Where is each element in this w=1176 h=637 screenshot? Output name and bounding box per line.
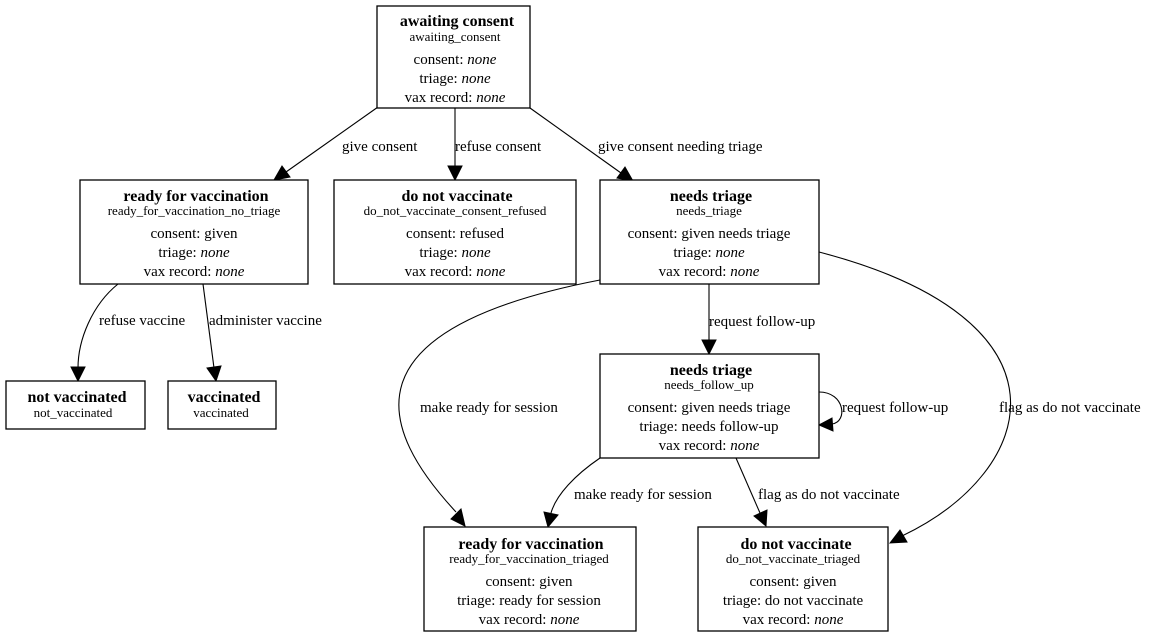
node-title: needs triage: [670, 188, 752, 205]
node-title: awaiting consent: [400, 13, 515, 30]
node-triage: triage: ready for session: [457, 593, 601, 609]
edge-administer-vaccine: administer vaccine: [202, 283, 322, 383]
edge-refuse-consent: refuse consent: [447, 108, 542, 182]
edge-request-follow-up-loop: request follow-up: [817, 391, 948, 432]
node-needs-triage: needs triage needs_triage consent: given…: [599, 179, 820, 285]
edge-label-request-follow-up-loop: request follow-up: [842, 400, 948, 416]
node-title: ready for vaccination: [123, 188, 268, 205]
node-consent: consent: given needs triage: [628, 400, 791, 416]
node-vax-record: vax record: none: [144, 264, 245, 280]
node-title: vaccinated: [188, 389, 261, 406]
node-triage: triage: needs follow-up: [639, 419, 778, 435]
edge-give-consent-triage: give consent needing triage: [529, 107, 763, 182]
node-needs-follow-up: needs triage needs_follow_up consent: gi…: [599, 353, 820, 459]
node-title: ready for vaccination: [458, 536, 603, 553]
edge-give-consent: give consent: [273, 106, 418, 181]
node-do-not-vaccinate-consent-refused: do not vaccinate do_not_vaccinate_consen…: [333, 179, 577, 285]
node-id: ready_for_vaccination_no_triage: [108, 203, 281, 218]
node-id: ready_for_vaccination_triaged: [449, 551, 609, 566]
node-id: do_not_vaccinate_triaged: [726, 551, 861, 566]
edge-label-refuse-consent: refuse consent: [455, 139, 542, 155]
node-id: needs_follow_up: [664, 377, 754, 392]
edge-flag-dnv-2: flag as do not vaccinate: [818, 251, 1141, 544]
node-title: needs triage: [670, 362, 752, 379]
node-id: do_not_vaccinate_consent_refused: [364, 203, 547, 218]
node-vax-record: vax record: none: [405, 264, 506, 280]
node-consent: consent: given needs triage: [628, 226, 791, 242]
node-vax-record: vax record: none: [405, 90, 506, 106]
node-vax-record: vax record: none: [659, 264, 760, 280]
node-consent: consent: given: [150, 226, 238, 242]
node-id: needs_triage: [676, 203, 742, 218]
node-ready-for-vaccination-triaged: ready for vaccination ready_for_vaccinat…: [423, 526, 637, 632]
edges: give consent refuse consent give consent…: [70, 106, 1141, 544]
node-id: vaccinated: [193, 405, 249, 420]
edge-flag-dnv-1: flag as do not vaccinate: [735, 457, 900, 528]
edge-label-administer-vaccine: administer vaccine: [209, 313, 322, 329]
node-title: do not vaccinate: [401, 188, 512, 205]
node-vaccinated: vaccinated vaccinated: [167, 380, 277, 430]
edge-label-give-consent: give consent: [342, 139, 418, 155]
node-consent: consent: given: [749, 574, 837, 590]
edge-label-make-ready-2: make ready for session: [574, 487, 712, 503]
node-vax-record: vax record: none: [479, 612, 580, 628]
node-ready-for-vaccination-no-triage: ready for vaccination ready_for_vaccinat…: [79, 179, 309, 285]
edge-refuse-vaccine: refuse vaccine: [70, 283, 186, 383]
node-triage: triage: none: [673, 245, 745, 261]
node-not-vaccinated: not vaccinated not_vaccinated: [5, 380, 146, 430]
node-triage: triage: none: [419, 71, 491, 87]
node-triage: triage: do not vaccinate: [723, 593, 864, 609]
node-vax-record: vax record: none: [659, 438, 760, 454]
node-triage: triage: none: [158, 245, 230, 261]
edge-label-flag-dnv-1: flag as do not vaccinate: [758, 487, 900, 503]
node-triage: triage: none: [419, 245, 491, 261]
edge-label-give-consent-triage: give consent needing triage: [598, 139, 763, 155]
node-title: do not vaccinate: [740, 536, 851, 553]
node-do-not-vaccinate-triaged: do not vaccinate do_not_vaccinate_triage…: [697, 526, 889, 632]
node-vax-record: vax record: none: [743, 612, 844, 628]
edge-request-follow-up: request follow-up: [701, 284, 815, 356]
edge-label-request-follow-up: request follow-up: [709, 314, 815, 330]
node-consent: consent: refused: [406, 226, 504, 242]
node-title: not vaccinated: [27, 389, 126, 406]
node-consent: consent: none: [414, 52, 497, 68]
node-awaiting-consent: awaiting consent awaiting_consent consen…: [376, 5, 531, 109]
node-consent: consent: given: [485, 574, 573, 590]
edge-make-ready-1: make ready for session: [398, 279, 601, 527]
edge-label-make-ready-1: make ready for session: [420, 400, 558, 416]
node-id: awaiting_consent: [410, 29, 501, 44]
edge-label-flag-dnv-2: flag as do not vaccinate: [999, 400, 1141, 416]
edge-make-ready-2: make ready for session: [543, 457, 712, 529]
edge-label-refuse-vaccine: refuse vaccine: [99, 313, 186, 329]
node-id: not_vaccinated: [34, 405, 113, 420]
